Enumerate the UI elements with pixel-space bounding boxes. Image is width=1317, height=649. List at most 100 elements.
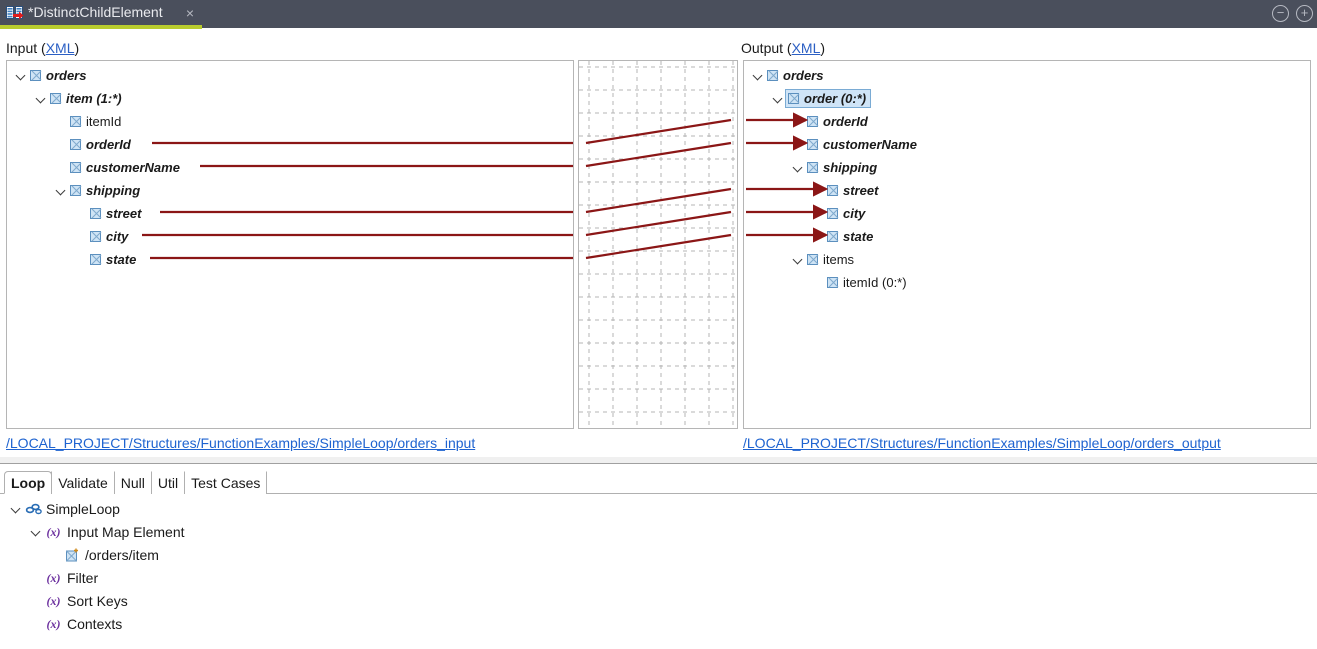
tree-node-label: orderId (823, 114, 868, 129)
element-checkbox-icon[interactable] (827, 185, 838, 196)
tree-node-label: state (106, 252, 137, 267)
maximize-icon[interactable]: + (1296, 5, 1313, 22)
tree-node-label: shipping (86, 183, 141, 198)
tree-row[interactable]: state (75, 248, 136, 271)
tree-row[interactable]: orderId (792, 110, 868, 133)
tree-row[interactable]: shipping (792, 156, 877, 179)
tree-row[interactable]: street (812, 179, 878, 202)
output-tree-panel[interactable]: orders order (0:*) orderId customerName ship… (743, 60, 1311, 429)
tree-row[interactable]: street (75, 202, 141, 225)
input-structure-path-link[interactable]: /LOCAL_PROJECT/Structures/FunctionExampl… (6, 435, 476, 451)
element-checkbox-icon[interactable] (807, 139, 818, 150)
element-checkbox-icon[interactable] (70, 185, 81, 196)
tree-row[interactable]: orders (15, 64, 86, 87)
loop-tree-row[interactable]: (x)Contexts (30, 612, 123, 635)
tree-node-content: state (90, 252, 136, 267)
tree-node-label: city (106, 229, 129, 244)
element-checkbox-icon[interactable] (827, 277, 838, 288)
chevron-down-icon[interactable] (10, 502, 23, 515)
selected-node-highlight: order (0:*) (785, 89, 872, 108)
element-checkbox-icon[interactable] (70, 116, 81, 127)
tree-row[interactable]: itemId (55, 110, 121, 133)
mapping-grid-panel[interactable] (578, 60, 738, 429)
element-checkbox-icon[interactable] (30, 70, 41, 81)
tree-node-label: orders (46, 68, 87, 83)
chevron-down-icon[interactable] (15, 69, 28, 82)
loop-tree-row[interactable]: (x)Filter (30, 566, 99, 589)
element-checkbox-icon[interactable] (788, 93, 799, 104)
element-checkbox-icon[interactable] (767, 70, 778, 81)
loop-tree-row[interactable]: /orders/item (50, 543, 159, 566)
tab-validate[interactable]: Validate (51, 471, 115, 494)
tab-label: Test Cases (191, 475, 261, 491)
loop-tree-row[interactable]: (x)Sort Keys (30, 589, 128, 612)
tree-row[interactable]: items (792, 248, 854, 271)
close-icon[interactable]: × (185, 5, 195, 21)
mapping-grid (579, 61, 737, 428)
tree-node-label: customerName (823, 137, 917, 152)
tree-node-content: orders (30, 68, 86, 83)
tree-row[interactable]: itemId (0:*) (812, 271, 907, 294)
tree-node-label: city (843, 206, 866, 221)
tree-node-content: street (827, 183, 878, 198)
tree-row[interactable]: orders (752, 64, 823, 87)
element-checkbox-icon[interactable] (807, 162, 818, 173)
tree-node-content: state (827, 229, 873, 244)
element-checkbox-icon[interactable] (70, 139, 81, 150)
element-checkbox-icon[interactable] (70, 162, 81, 173)
tree-node-label: order (0:*) (804, 91, 867, 106)
output-structure-path-link[interactable]: /LOCAL_PROJECT/Structures/FunctionExampl… (743, 435, 1221, 451)
tab-null[interactable]: Null (113, 471, 152, 494)
chevron-down-icon[interactable] (772, 92, 785, 105)
output-xml-link[interactable]: XML (791, 40, 821, 56)
loop-tree-label: Input Map Element (67, 523, 185, 540)
tree-row[interactable]: item (1:*) (35, 87, 122, 110)
tree-row[interactable]: customerName (792, 133, 917, 156)
tree-row[interactable]: city (812, 202, 865, 225)
output-section-header: Output (XML) (741, 40, 825, 56)
chain-icon (25, 503, 42, 514)
chevron-down-icon[interactable] (30, 525, 43, 538)
function-icon: (x) (46, 593, 61, 608)
minimize-icon[interactable]: − (1272, 5, 1289, 22)
tree-row[interactable]: order (0:*) (772, 87, 872, 110)
loop-tree-row[interactable]: (x)Input Map Element (30, 520, 185, 543)
tree-row[interactable]: customerName (55, 156, 180, 179)
element-checkbox-icon[interactable] (827, 231, 838, 242)
tree-node-label: shipping (823, 160, 878, 175)
element-checkbox-icon[interactable] (90, 231, 101, 242)
tree-row[interactable]: shipping (55, 179, 140, 202)
element-checkbox-icon[interactable] (827, 208, 838, 219)
tree-node-content: shipping (70, 183, 140, 198)
tab-loop[interactable]: Loop (4, 471, 53, 494)
tree-row[interactable]: state (812, 225, 873, 248)
twisty-placeholder (812, 276, 825, 289)
tree-row[interactable]: orderId (55, 133, 131, 156)
chevron-down-icon[interactable] (35, 92, 48, 105)
chevron-down-icon[interactable] (792, 161, 805, 174)
tab-label: Null (120, 475, 145, 491)
element-checkbox-icon[interactable] (807, 116, 818, 127)
loop-tree-row[interactable]: SimpleLoop (10, 497, 120, 520)
tab-test-cases[interactable]: Test Cases (184, 471, 268, 494)
panel-sash-divider[interactable] (0, 456, 1317, 464)
element-checkbox-icon[interactable] (50, 93, 61, 104)
twisty-placeholder (792, 138, 805, 151)
element-checkbox-icon[interactable] (90, 254, 101, 265)
tree-node-content: item (1:*) (50, 91, 122, 106)
tab-util[interactable]: Util (150, 471, 186, 494)
tree-node-label: customerName (86, 160, 180, 175)
chevron-down-icon[interactable] (55, 184, 68, 197)
tree-node-label: street (843, 183, 879, 198)
output-label: Output ( (741, 40, 792, 56)
input-xml-link[interactable]: XML (45, 40, 75, 56)
tree-node-content: customerName (807, 137, 917, 152)
chevron-down-icon[interactable] (752, 69, 765, 82)
element-checkbox-icon[interactable] (807, 254, 818, 265)
chevron-down-icon[interactable] (792, 253, 805, 266)
tree-row[interactable]: city (75, 225, 128, 248)
element-checkbox-icon[interactable] (90, 208, 101, 219)
editor-tab-distinctchildelement[interactable] (0, 0, 202, 28)
